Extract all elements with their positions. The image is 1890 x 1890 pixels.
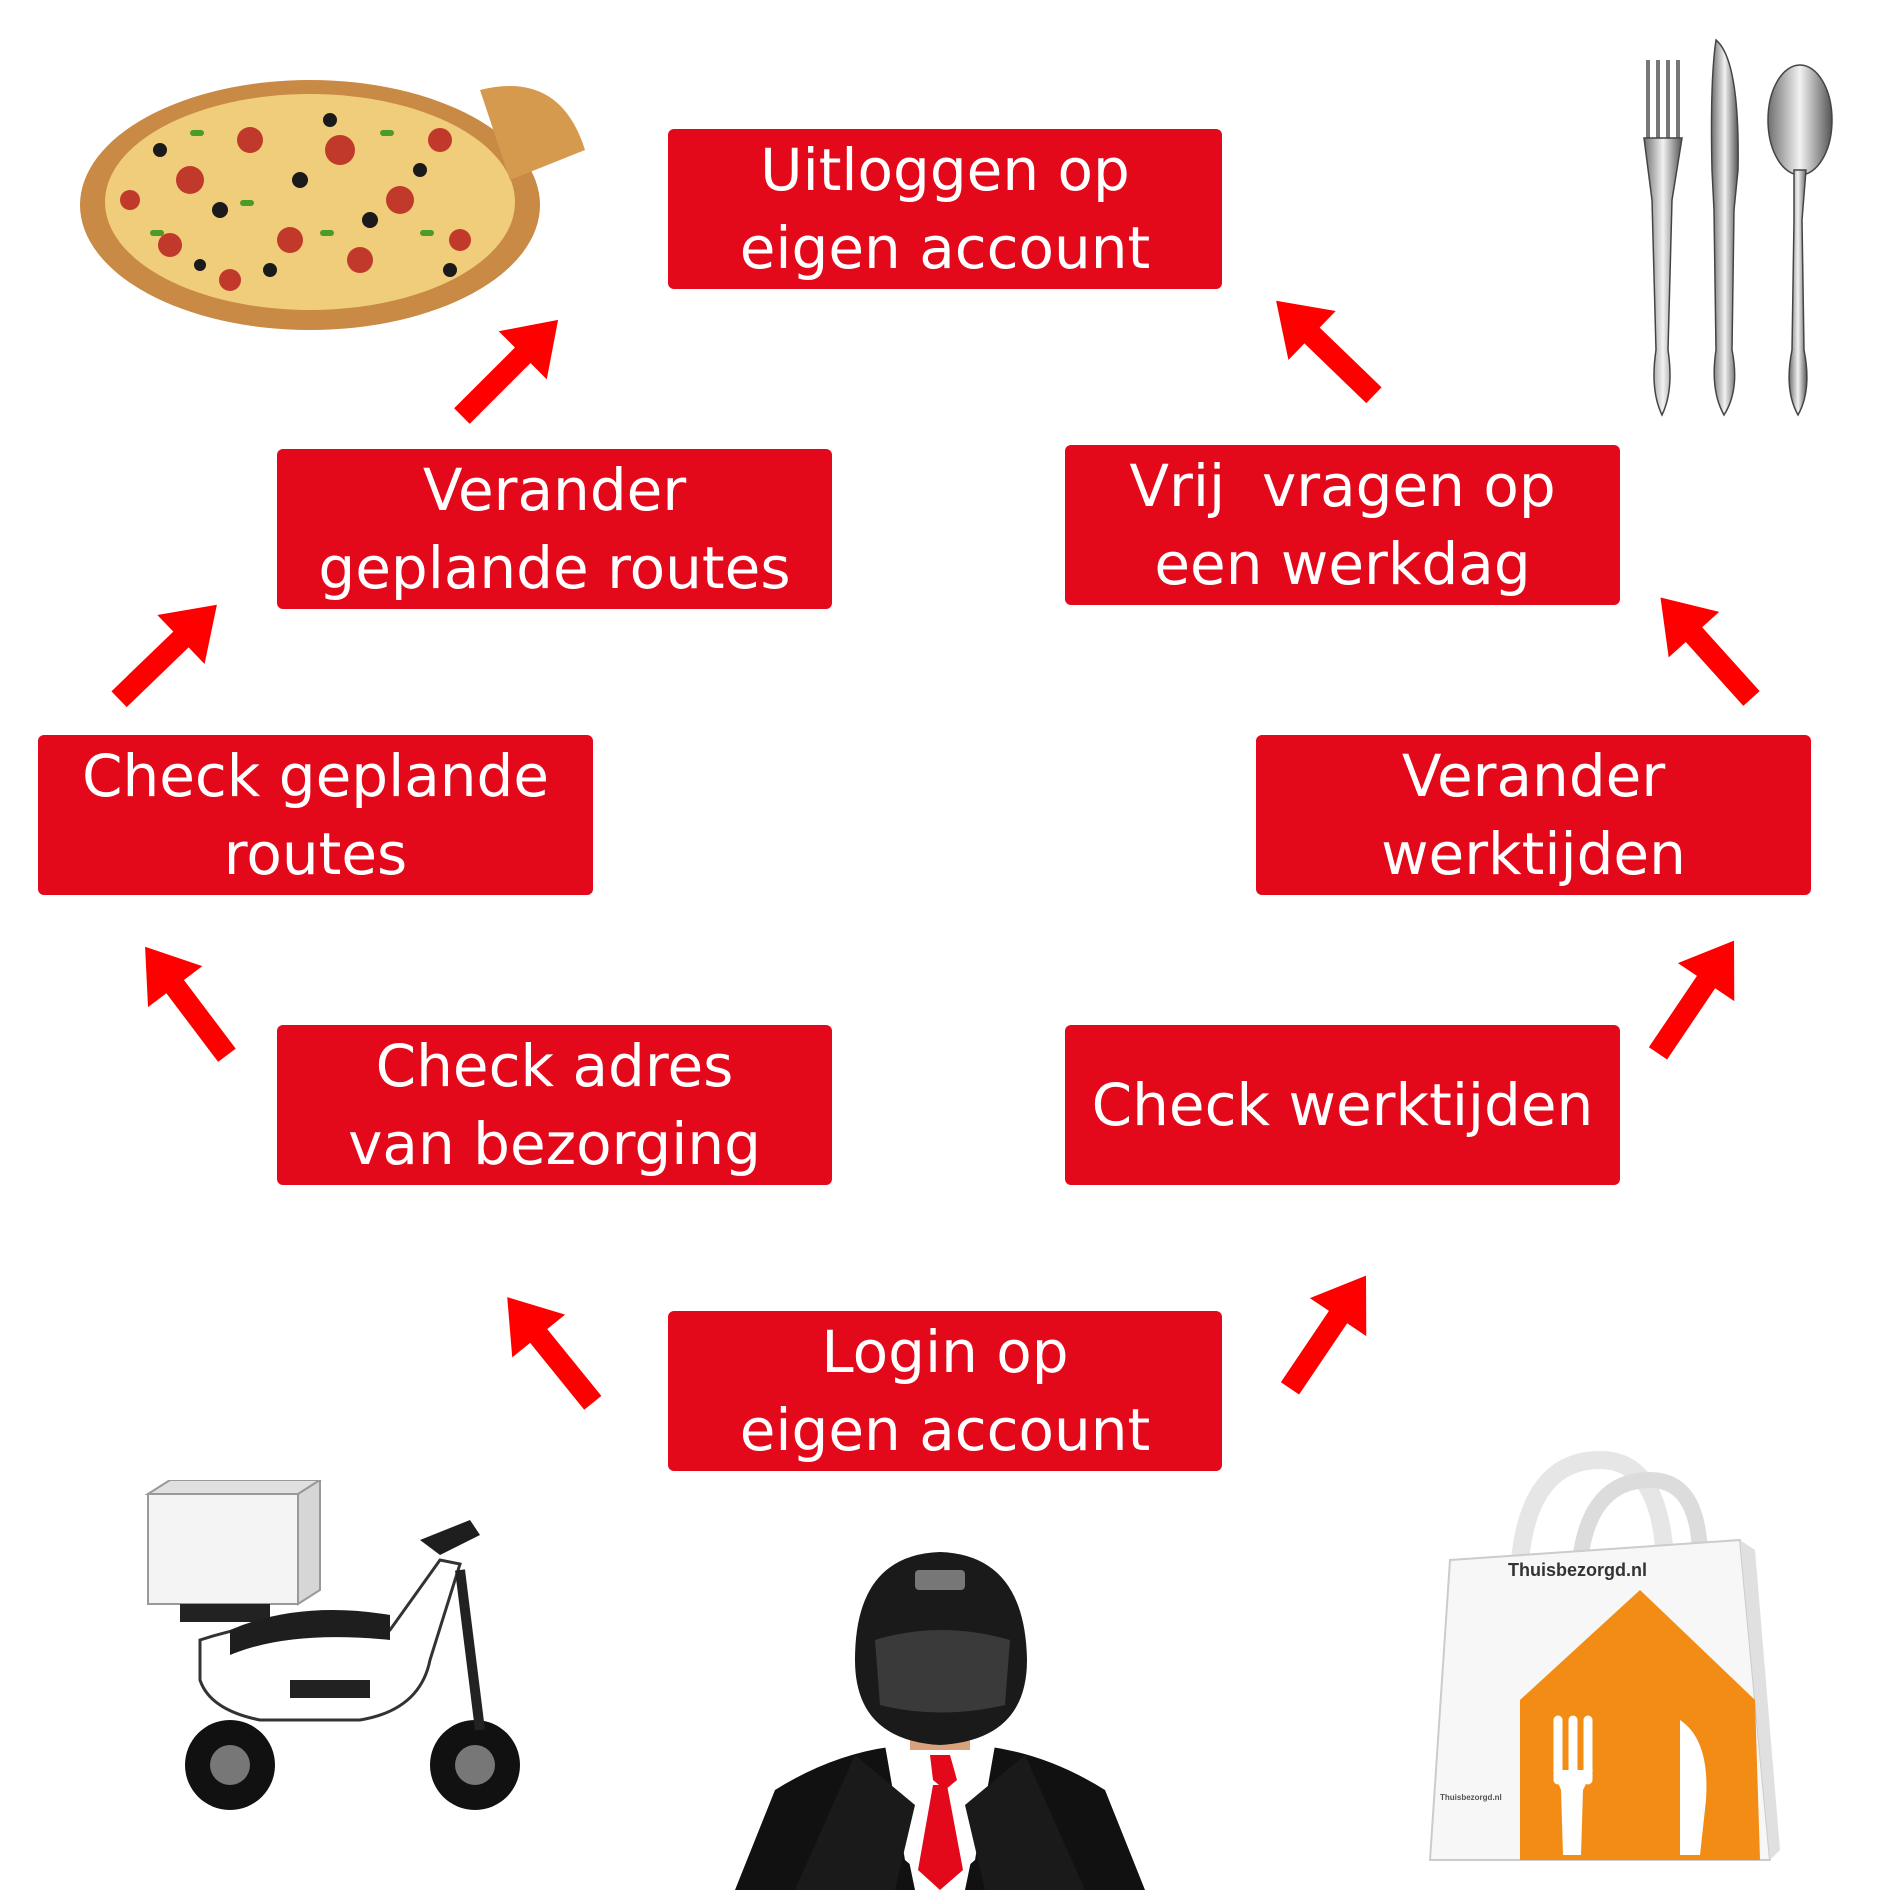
step-change-hours: Verander werktijden xyxy=(1256,735,1811,895)
arrow-login-to-check-hours xyxy=(1280,1275,1367,1395)
step-change-hours-line1: Verander xyxy=(1401,742,1666,810)
step-change-routes: Verander geplande routes xyxy=(277,449,832,609)
step-change-routes-line2: geplande routes xyxy=(318,534,791,602)
bag-brand-label-small: Thuisbezorgd.nl xyxy=(1440,1793,1502,1802)
bag-brand-label: Thuisbezorgd.nl xyxy=(1508,1560,1647,1580)
arrow-check-hours-to-change-hours xyxy=(1648,940,1735,1060)
step-login: Login op eigen account xyxy=(668,1311,1222,1471)
step-check-hours: Check werktijden xyxy=(1065,1025,1620,1185)
step-change-hours-line2: werktijden xyxy=(1381,820,1686,888)
scooter-icon xyxy=(144,1480,520,1810)
step-check-routes: Check geplande routes xyxy=(38,735,593,895)
step-change-routes-line1: Verander xyxy=(422,456,687,524)
step-request-day-off-line1: Vrij vragen op xyxy=(1129,452,1556,520)
step-logout-line2: eigen account xyxy=(739,214,1151,282)
arrow-check-routes-to-change-routes xyxy=(111,604,217,708)
step-login-line1: Login op xyxy=(821,1318,1069,1386)
step-request-day-off: Vrij vragen op een werkdag xyxy=(1065,445,1620,605)
cutlery-icon xyxy=(1643,38,1833,417)
courier-icon xyxy=(735,1552,1145,1890)
delivery-bag-icon: Thuisbezorgd.nl Thuisbezorgd.nl xyxy=(1428,1450,1780,1861)
pizza-icon xyxy=(80,80,585,330)
step-check-routes-line2: routes xyxy=(223,820,408,888)
step-logout-line1: Uitloggen op xyxy=(760,136,1130,204)
arrow-login-to-check-address xyxy=(507,1297,602,1410)
step-check-hours-line1: Check werktijden xyxy=(1091,1071,1594,1139)
step-check-routes-line1: Check geplande xyxy=(81,742,550,810)
arrow-check-address-to-check-routes xyxy=(145,946,236,1062)
arrow-dayoff-to-logout xyxy=(1276,300,1382,404)
step-check-address: Check adres van bezorging xyxy=(277,1025,832,1185)
arrow-routes-to-logout xyxy=(454,319,559,424)
step-login-line2: eigen account xyxy=(739,1396,1151,1464)
step-logout: Uitloggen op eigen account xyxy=(668,129,1222,289)
step-check-address-line2: van bezorging xyxy=(348,1110,761,1178)
arrow-change-hours-to-dayoff xyxy=(1660,597,1760,706)
step-check-address-line1: Check adres xyxy=(375,1032,734,1100)
step-request-day-off-line2: een werkdag xyxy=(1154,530,1531,598)
